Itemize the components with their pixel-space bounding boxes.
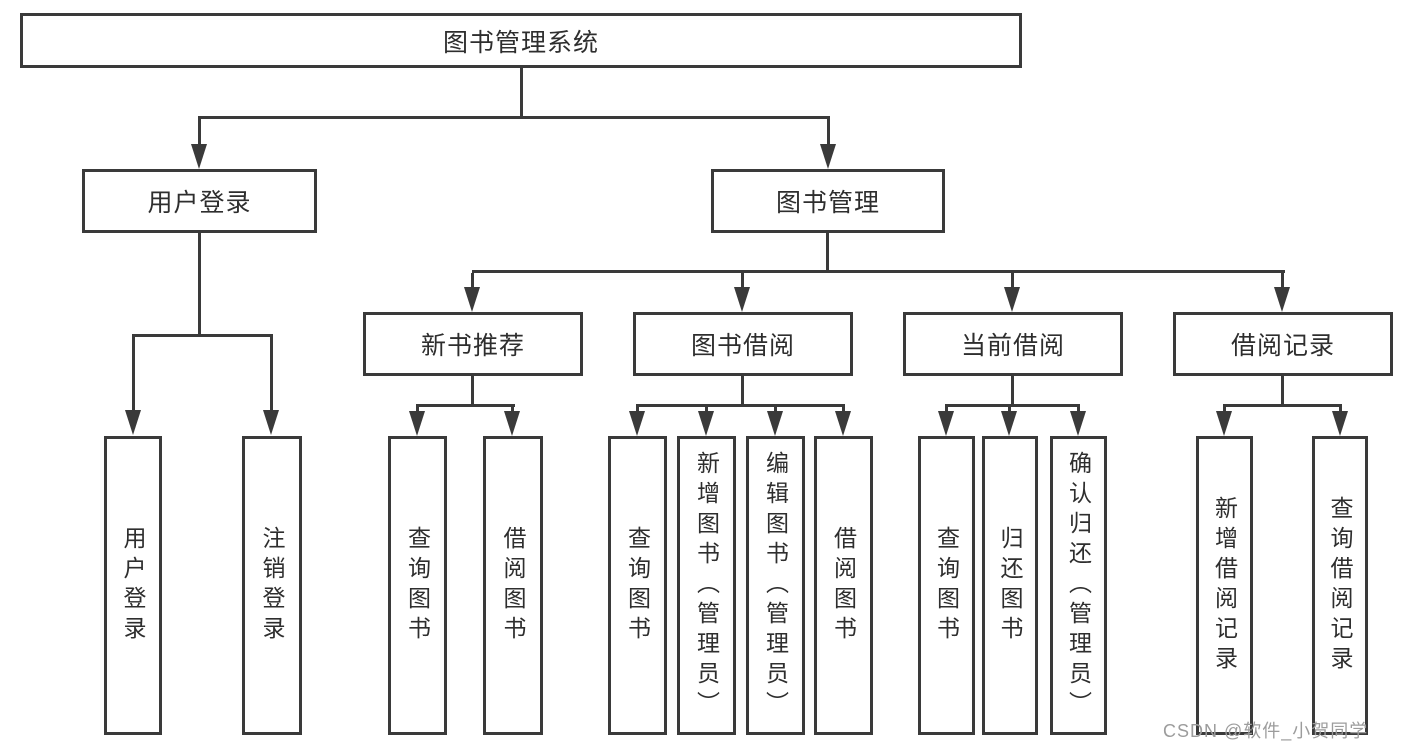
arrow-down [125, 410, 141, 435]
connector-drop [705, 407, 708, 412]
connector-drop [511, 407, 514, 412]
arrow-down [1274, 287, 1290, 312]
arrow-down [409, 411, 425, 436]
connector-borrowing-stem [741, 376, 744, 406]
arrow-down [1004, 287, 1020, 312]
connector-root-bus [198, 116, 830, 119]
leaf-add-book-admin: 新增图书（管理员） [677, 436, 736, 735]
connector-book-mgmt-bus [472, 270, 1285, 273]
arrow-down [1001, 411, 1017, 436]
connector-drop [270, 337, 273, 410]
node-current-borrowing: 当前借阅 [903, 312, 1123, 376]
connector-user-login-bus [132, 334, 273, 337]
connector-drop [416, 407, 419, 412]
connector-drop [1339, 407, 1342, 412]
connector-drop [945, 407, 948, 412]
arrow-down [263, 410, 279, 435]
leaf-borrow-books: 借阅图书 [814, 436, 873, 735]
connector-recommend-stem [471, 376, 474, 406]
connector-drop [774, 407, 777, 412]
leaf-add-borrow-record: 新增借阅记录 [1196, 436, 1253, 735]
connector-drop [636, 407, 639, 412]
connector-book-mgmt-stem [826, 233, 829, 271]
arrow-down [1216, 411, 1232, 436]
arrow-down [835, 411, 851, 436]
node-borrowing-records: 借阅记录 [1173, 312, 1393, 376]
arrow-down [698, 411, 714, 436]
connector-records-bus [1223, 404, 1342, 407]
arrow-down [938, 411, 954, 436]
node-book-borrowing: 图书借阅 [633, 312, 853, 376]
leaf-confirm-return-admin: 确认归还（管理员） [1050, 436, 1107, 735]
leaf-return-book: 归还图书 [982, 436, 1038, 735]
node-user-login: 用户登录 [82, 169, 317, 233]
arrow-down [820, 144, 836, 169]
connector-current-bus [945, 404, 1080, 407]
node-library-management-system: 图书管理系统 [20, 13, 1022, 68]
connector-user-login-stem [198, 233, 201, 335]
leaf-logout: 注销登录 [242, 436, 302, 735]
connector-drop [1281, 273, 1284, 288]
leaf-user-login: 用户登录 [104, 436, 162, 735]
arrow-down [734, 287, 750, 312]
connector-drop [1008, 407, 1011, 412]
connector-records-stem [1281, 376, 1284, 406]
node-new-book-recommend: 新书推荐 [363, 312, 583, 376]
connector-drop [471, 273, 474, 288]
leaf-query-books-borrowing: 查询图书 [608, 436, 667, 735]
leaf-edit-book-admin: 编辑图书（管理员） [746, 436, 805, 735]
connector-current-stem [1011, 376, 1014, 406]
connector-drop [827, 118, 830, 146]
arrow-down [767, 411, 783, 436]
leaf-query-books-current: 查询图书 [918, 436, 975, 735]
arrow-down [464, 287, 480, 312]
arrow-down [504, 411, 520, 436]
leaf-borrow-books-recommend: 借阅图书 [483, 436, 543, 735]
connector-drop [842, 407, 845, 412]
connector-root-stem [520, 68, 523, 118]
arrow-down [1070, 411, 1086, 436]
connector-borrowing-bus [636, 404, 845, 407]
csdn-watermark: CSDN @软件_小贺同学 [1163, 721, 1369, 741]
connector-recommend-bus [416, 404, 515, 407]
arrow-down [191, 144, 207, 169]
leaf-query-books-recommend: 查询图书 [388, 436, 447, 735]
connector-drop [1077, 407, 1080, 412]
node-book-management: 图书管理 [711, 169, 945, 233]
connector-drop [1011, 273, 1014, 288]
arrow-down [1332, 411, 1348, 436]
connector-drop [741, 273, 744, 288]
leaf-query-borrow-record: 查询借阅记录 [1312, 436, 1368, 735]
connector-drop [198, 118, 201, 146]
connector-drop [1223, 407, 1226, 412]
arrow-down [629, 411, 645, 436]
connector-drop [132, 337, 135, 410]
